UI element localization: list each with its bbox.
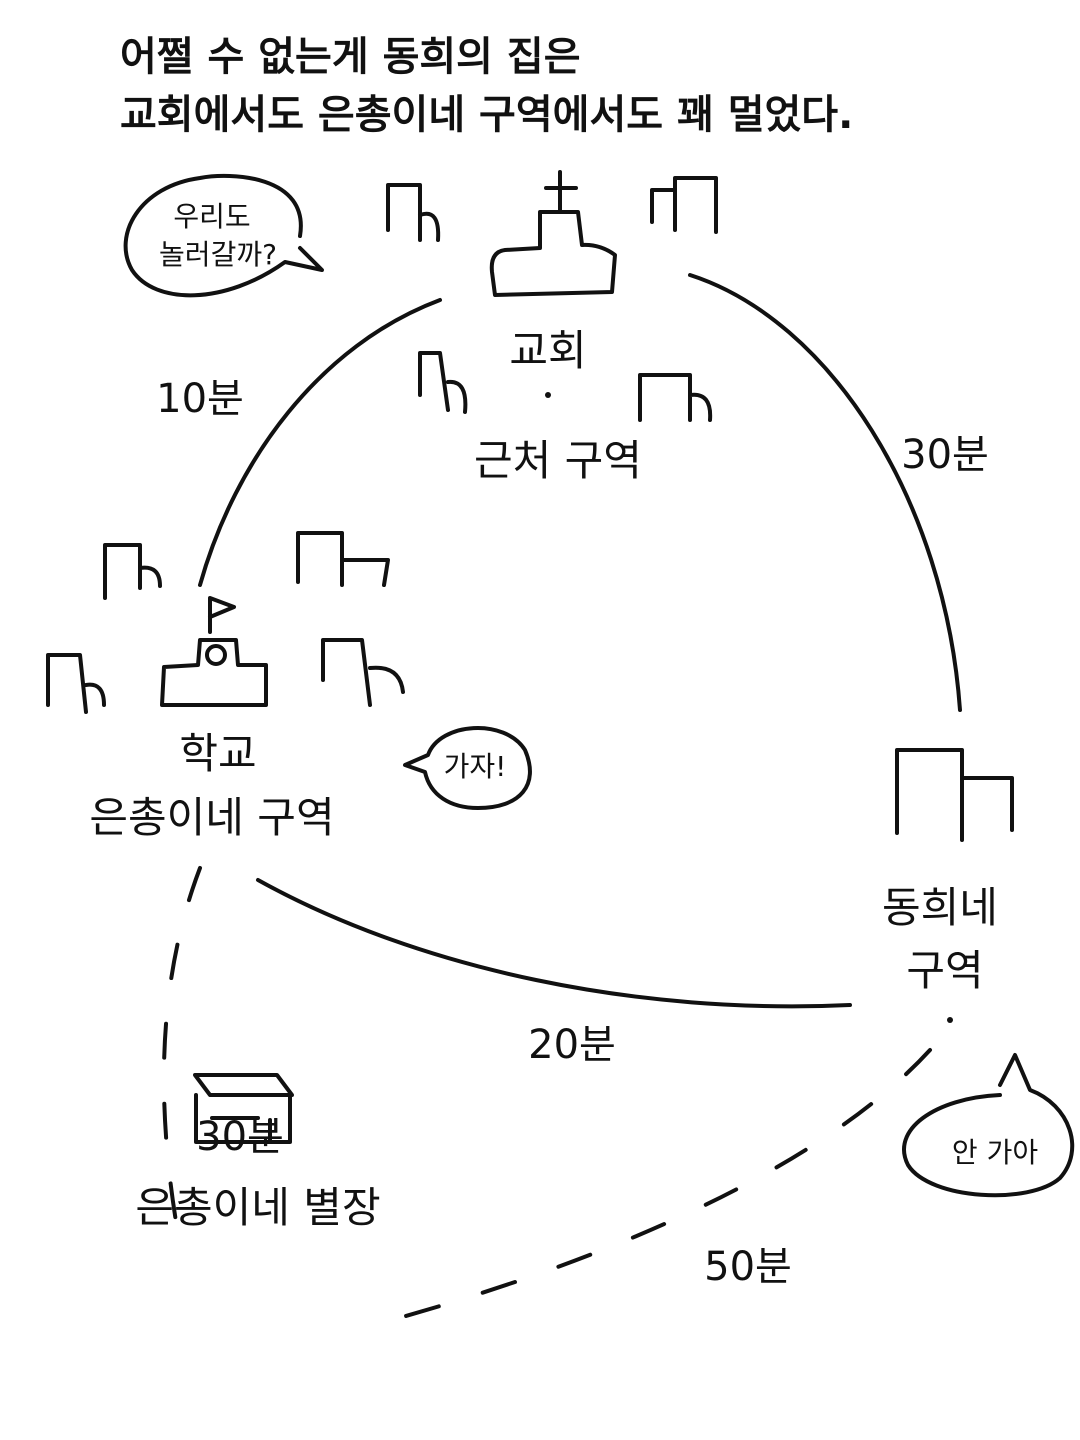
donghee-zone-label-line-1: 동희네 xyxy=(882,883,998,932)
donghee-zone-label-line-2: 구역 xyxy=(906,946,983,995)
church-icon xyxy=(489,170,617,297)
building-icon xyxy=(650,176,718,234)
building-icon xyxy=(46,653,106,714)
route-school-donghee xyxy=(256,878,852,1009)
speech-bubble-donghee: 안 가아 xyxy=(902,1053,1075,1198)
church-label: 교회 xyxy=(509,326,586,375)
route-school-villa xyxy=(161,866,202,1247)
bubble-text-top-left-2: 놀러갈까? xyxy=(159,238,277,271)
building-icon xyxy=(386,183,441,242)
bubble-text-school: 가자! xyxy=(444,750,507,783)
near-zone-label: 근처 구역 xyxy=(474,436,642,485)
caption-line-2: 교회에서도 은총이네 구역에서도 꽤 멀었다. xyxy=(120,92,854,138)
route-school-church xyxy=(198,298,442,587)
building-icon xyxy=(296,531,390,587)
eunchong-zone-label: 은총이네 구역 xyxy=(89,793,334,842)
school-icon xyxy=(160,596,268,707)
building-icon xyxy=(895,748,1014,842)
time-school-church: 10분 xyxy=(156,376,244,422)
building-icon xyxy=(103,543,162,600)
speech-bubble-top-left: 우리도 놀러갈까? xyxy=(123,173,324,298)
caption-line-1: 어쩔 수 없는게 동희의 집은 xyxy=(120,34,581,80)
villa-house-icon xyxy=(193,1073,294,1144)
speech-bubble-school: 가자! xyxy=(403,726,532,810)
caption: 어쩔 수 없는게 동희의 집은 교회에서도 은총이네 구역에서도 꽤 멀었다. xyxy=(120,28,853,144)
villa-label: 은총이네 별장 xyxy=(135,1183,380,1232)
time-school-donghee: 20분 xyxy=(528,1022,616,1068)
bubble-text-top-left-1: 우리도 xyxy=(173,200,250,233)
time-school-villa: 30분 xyxy=(196,1114,284,1160)
location-dot xyxy=(947,1017,953,1023)
time-church-donghee: 30분 xyxy=(901,432,989,478)
time-donghee-villa: 50분 xyxy=(704,1244,792,1290)
building-icon xyxy=(321,638,405,707)
building-icon xyxy=(638,373,713,422)
school-label: 학교 xyxy=(179,729,256,778)
route-donghee-villa xyxy=(360,1048,932,1330)
bubble-text-donghee: 안 가아 xyxy=(952,1136,1038,1169)
location-dot xyxy=(545,392,551,398)
route-church-donghee xyxy=(688,273,962,712)
building-icon xyxy=(418,351,468,414)
